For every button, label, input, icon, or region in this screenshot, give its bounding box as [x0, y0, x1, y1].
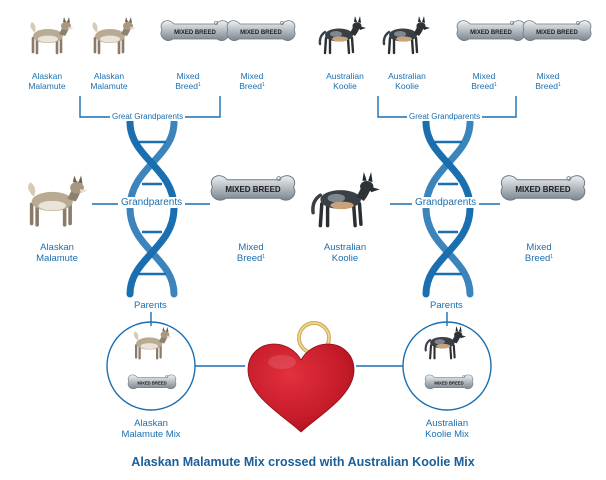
bone-tag-text: MIXED BREED [434, 380, 463, 385]
mixed-breed-bone-tag-icon: MIXED BREED [210, 175, 296, 201]
left-parent-circle [106, 321, 196, 411]
mixed-breed-bone-tag-icon: MIXED BREED [127, 374, 177, 390]
mixed-breed-bone-tag-icon: MIXED BREED [500, 175, 586, 201]
mixed-breed-bone-tag-icon: MIXED BREED [522, 20, 592, 41]
right-parent-circle [402, 321, 492, 411]
koolie-dog-icon [424, 326, 466, 360]
bone-tag-text: MIXED BREED [137, 380, 166, 385]
parents-label-right: Parents [427, 300, 466, 311]
heart-tag-icon [247, 321, 355, 433]
mixed-breed-bone-tag-icon: MIXED BREED [226, 20, 296, 41]
mixed-breed-bone-tag-icon: MIXED BREED [160, 20, 230, 41]
bone-tag-text: MIXED BREED [470, 30, 512, 36]
left-dna-helix-icon [126, 118, 178, 298]
malamute-dog-icon [132, 326, 172, 360]
malamute-dog-icon [91, 16, 136, 55]
bone-tag-text: MIXED BREED [240, 30, 282, 36]
malamute-dog-icon [29, 16, 74, 55]
mixed-breed-bone-tag-icon: MIXED BREED [424, 374, 474, 390]
bone-tag-text: MIXED BREED [174, 30, 216, 36]
great-grandparents-label-left: Great Grandparents [110, 112, 186, 121]
koolie-dog-icon [382, 16, 430, 55]
parents-label-left: Parents [131, 300, 170, 311]
bone-tag-text: MIXED BREED [515, 185, 571, 194]
bone-tag-text: MIXED BREED [536, 30, 578, 36]
page-title: Alaskan Malamute Mix crossed with Austra… [131, 455, 475, 469]
koolie-dog-icon [311, 172, 380, 228]
koolie-dog-icon [318, 16, 366, 55]
right-dna-helix-icon [422, 118, 474, 298]
great-grandparents-label-right: Great Grandparents [407, 112, 483, 121]
malamute-dog-icon [26, 174, 88, 227]
bone-tag-text: MIXED BREED [225, 185, 281, 194]
grandparents-label-right: Grandparents [412, 197, 480, 208]
mixed-breed-bone-tag-icon: MIXED BREED [456, 20, 526, 41]
grandparents-label-left: Grandparents [118, 197, 186, 208]
